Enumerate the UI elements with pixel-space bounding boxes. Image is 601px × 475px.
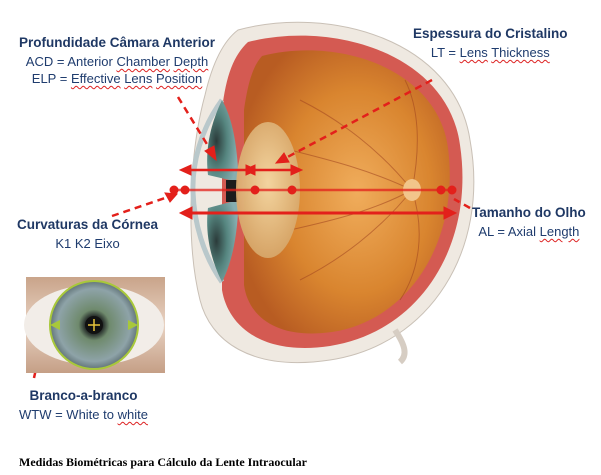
- cornea-line-1: K1 K2 Eixo: [55, 236, 120, 251]
- lt-line-1: LT = Lens Thickness: [413, 44, 568, 61]
- axial-length-arrowhead-left: [178, 206, 193, 220]
- lt-leader: [281, 78, 433, 162]
- wtw-marker-left: [50, 320, 60, 330]
- acd-line-1-w1: Chamber: [116, 54, 170, 69]
- lt-arrowhead-left: [242, 164, 256, 176]
- vitreous-body: [244, 50, 450, 334]
- cornea-leader: [111, 194, 172, 218]
- figure-caption: Medidas Biométricas para Cálculo da Lent…: [19, 455, 307, 469]
- axial-length-arrowhead-right: [443, 206, 458, 220]
- acd-line-2-w1: Effective: [70, 71, 121, 86]
- acd-leader-head: [204, 145, 217, 162]
- cornea-leader-head: [164, 192, 179, 203]
- eyeball: [190, 21, 475, 365]
- axis-dot-5: [436, 185, 446, 195]
- acd-line-2-w2: Lens: [124, 71, 153, 86]
- cornea: [190, 98, 225, 284]
- axis-dot-1: [169, 185, 179, 195]
- wtw-label-block: Branco-a-branco WTW = White to white: [19, 388, 148, 423]
- lt-line-1-w2: Thickness: [491, 45, 550, 60]
- cornea-title: Curvaturas da Córnea: [17, 217, 159, 232]
- lt-line-1-pre: LT =: [430, 45, 460, 60]
- al-line-1-pre: AL = Axial: [478, 224, 540, 239]
- acd-line-2-w3: Position: [156, 71, 203, 86]
- retinal-vessels: [289, 79, 420, 301]
- al-line-1-w1: Length: [539, 224, 580, 239]
- lt-arrowhead-right: [290, 164, 304, 176]
- acd-line-2-pre: ELP =: [31, 71, 71, 86]
- sclera-edge: [392, 328, 408, 365]
- acd-line-2: ELP = Effective Lens Position: [19, 70, 215, 87]
- acd-line-1-w2: Depth: [173, 54, 209, 69]
- axis-dot-6: [447, 185, 457, 195]
- acd-title: Profundidade Câmara Anterior: [19, 35, 216, 50]
- al-label-block: Tamanho do Olho AL = Axial Length: [472, 205, 586, 240]
- wtw-title: Branco-a-branco: [29, 388, 138, 403]
- wtw-marker-right: [128, 320, 138, 330]
- iris-upper: [207, 100, 238, 182]
- axis-dot-4: [287, 185, 297, 195]
- lt-label-block: Espessura do Cristalino LT = Lens Thickn…: [413, 26, 568, 61]
- acd-arrowhead-left: [178, 164, 192, 176]
- lt-leader-head: [274, 152, 290, 164]
- eye-photo-inset: [24, 277, 165, 373]
- wtw-line-1: WTW = White to white: [19, 406, 148, 423]
- measurements: [32, 78, 471, 379]
- wtw-line-1-pre: WTW = White to: [19, 407, 118, 422]
- iris-lower: [207, 200, 238, 282]
- axis-dot-2: [180, 185, 190, 195]
- al-line-1: AL = Axial Length: [472, 223, 586, 240]
- acd-label-block: Profundidade Câmara Anterior ACD = Anter…: [19, 35, 215, 87]
- acd-line-1: ACD = Anterior Chamber Depth: [19, 53, 215, 70]
- al-title: Tamanho do Olho: [472, 205, 586, 220]
- lt-title: Espessura do Cristalino: [413, 26, 568, 41]
- axis-dot-3: [250, 185, 260, 195]
- acd-line-1-pre: ACD = Anterior: [25, 54, 117, 69]
- lt-line-1-w1: Lens: [459, 45, 488, 60]
- al-leader: [453, 197, 471, 210]
- wtw-line-1-w1: white: [117, 407, 148, 422]
- cornea-label-block: Curvaturas da Córnea K1 K2 Eixo: [17, 217, 158, 252]
